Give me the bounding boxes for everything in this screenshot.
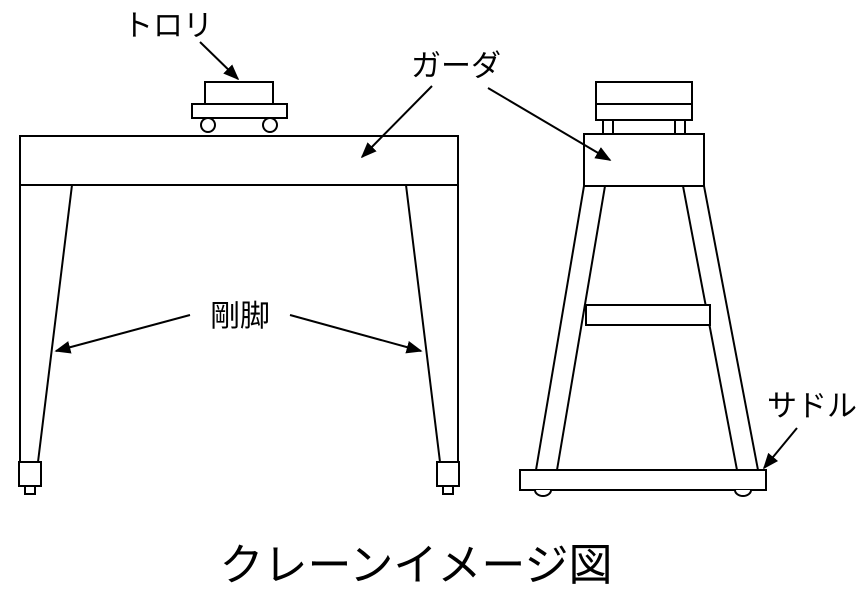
front-wheel-right xyxy=(436,461,460,495)
leader-arrows xyxy=(54,41,798,470)
arrow-saddle xyxy=(762,427,798,470)
side-cross-brace xyxy=(585,304,711,326)
label-rigid-leg: 剛脚 xyxy=(210,299,270,334)
arrow-trolley xyxy=(199,41,240,81)
label-saddle: サドル xyxy=(767,389,857,424)
side-view xyxy=(519,81,767,497)
front-leg-left xyxy=(19,184,74,463)
side-leg-left xyxy=(534,185,607,471)
front-trolley xyxy=(191,81,288,133)
arrow-girder-front xyxy=(360,85,433,159)
front-view xyxy=(18,81,460,495)
arrow-girder-side xyxy=(487,87,612,161)
label-girder: ガーダ xyxy=(411,49,501,84)
front-leg-right xyxy=(404,184,459,463)
side-wheel-left xyxy=(534,489,552,497)
front-girder xyxy=(19,135,459,186)
side-trolley xyxy=(595,81,693,135)
side-leg-right xyxy=(681,185,760,471)
side-wheel-right xyxy=(734,489,752,497)
side-saddle xyxy=(519,469,767,491)
label-trolley: トロリ xyxy=(123,9,213,44)
diagram-caption: クレーンイメージ図 xyxy=(220,540,613,590)
front-wheel-left xyxy=(18,461,42,495)
side-girder xyxy=(583,133,705,187)
arrow-leg-right xyxy=(289,314,423,354)
arrow-leg-left xyxy=(54,314,191,354)
